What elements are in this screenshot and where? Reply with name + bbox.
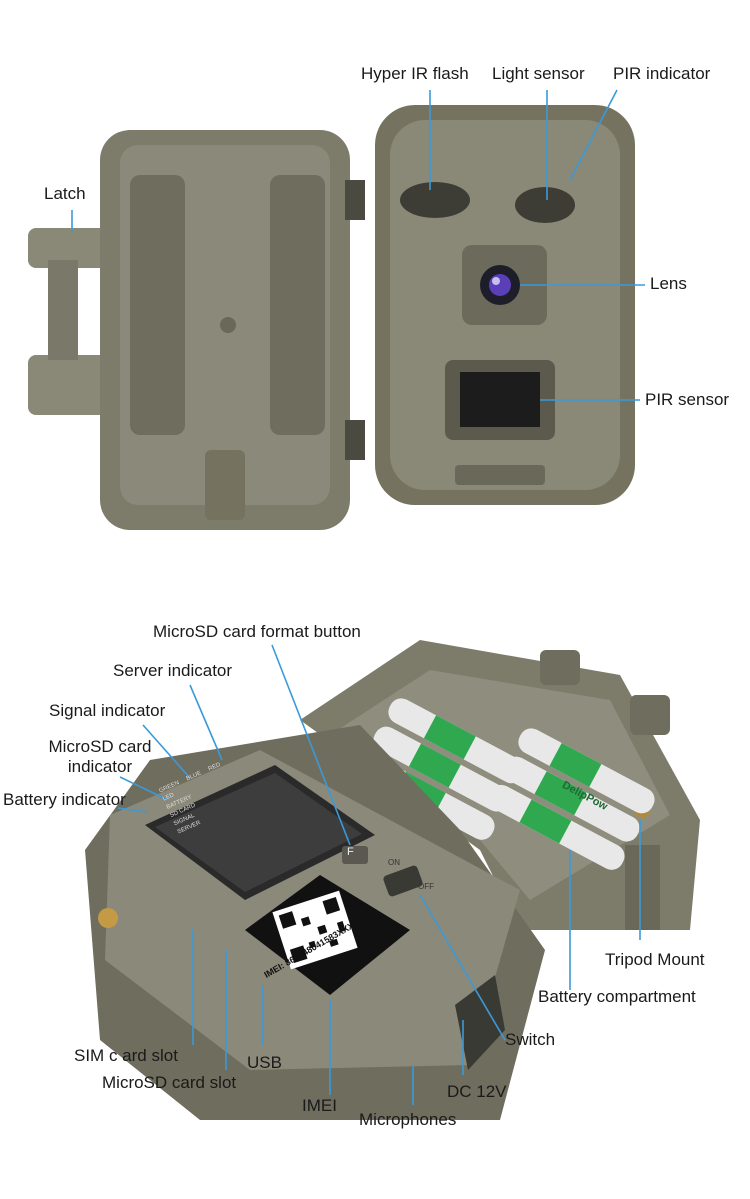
pir-sensor-label: PIR sensor xyxy=(645,390,730,409)
hyper-ir-flash-label: Hyper IR flash xyxy=(361,64,469,83)
signal-indicator-label: Signal indicator xyxy=(49,701,166,720)
qr-sticker xyxy=(245,875,410,995)
camera-interior-photo: IMEI: 867648041583XXX F ON OFF DelipPow … xyxy=(0,600,750,1160)
format-button-letter: F xyxy=(347,846,354,858)
camera-exterior-illustration xyxy=(28,89,645,530)
sim-card-slot-label: SIM c ard slot xyxy=(74,1046,178,1065)
usb-label: USB xyxy=(247,1053,282,1072)
pir-indicator-label: PIR indicator xyxy=(613,64,711,83)
front-casing xyxy=(375,105,635,505)
server-indicator-label: Server indicator xyxy=(113,661,233,680)
dc-port-cover xyxy=(455,975,505,1070)
switch-off-text: OFF xyxy=(418,882,434,891)
latch-label: Latch xyxy=(44,184,86,203)
microsd-format-button-label: MicroSD card format button xyxy=(153,622,361,641)
microphones-label: Microphones xyxy=(359,1110,457,1129)
imei-label: IMEI xyxy=(302,1096,337,1115)
instruction-sticker xyxy=(145,765,375,900)
hinge xyxy=(345,180,365,460)
light-sensor-label: Light sensor xyxy=(492,64,585,83)
battery-indicator-label: Battery indicator xyxy=(3,790,126,809)
microsd-card-indicator-line1: MicroSD card xyxy=(48,737,152,756)
camera-interior-illustration xyxy=(85,640,700,1120)
switch-label: Switch xyxy=(505,1030,556,1049)
battery-compartment-label: Battery compartment xyxy=(538,987,696,1006)
brass-mount xyxy=(98,908,118,928)
microsd-card-indicator-line2: indicator xyxy=(67,757,133,776)
back-casing xyxy=(100,130,350,530)
bottom-callout-lines xyxy=(117,644,641,1105)
dc-12v-label: DC 12V xyxy=(447,1082,507,1101)
batteries xyxy=(358,698,655,870)
microsd-card-slot-label: MicroSD card slot xyxy=(102,1073,237,1092)
camera-exterior-photo: Latch Hyper IR flash Light sensor PIR in… xyxy=(0,0,750,560)
power-switch xyxy=(383,865,423,897)
tripod-mount-label: Tripod Mount xyxy=(605,950,705,969)
callout-lines xyxy=(71,89,645,401)
lens-label: Lens xyxy=(650,274,687,293)
microsd-card-indicator-label: MicroSD card indicator xyxy=(40,737,160,777)
format-button xyxy=(342,846,368,864)
switch-on-text: ON xyxy=(388,858,400,867)
